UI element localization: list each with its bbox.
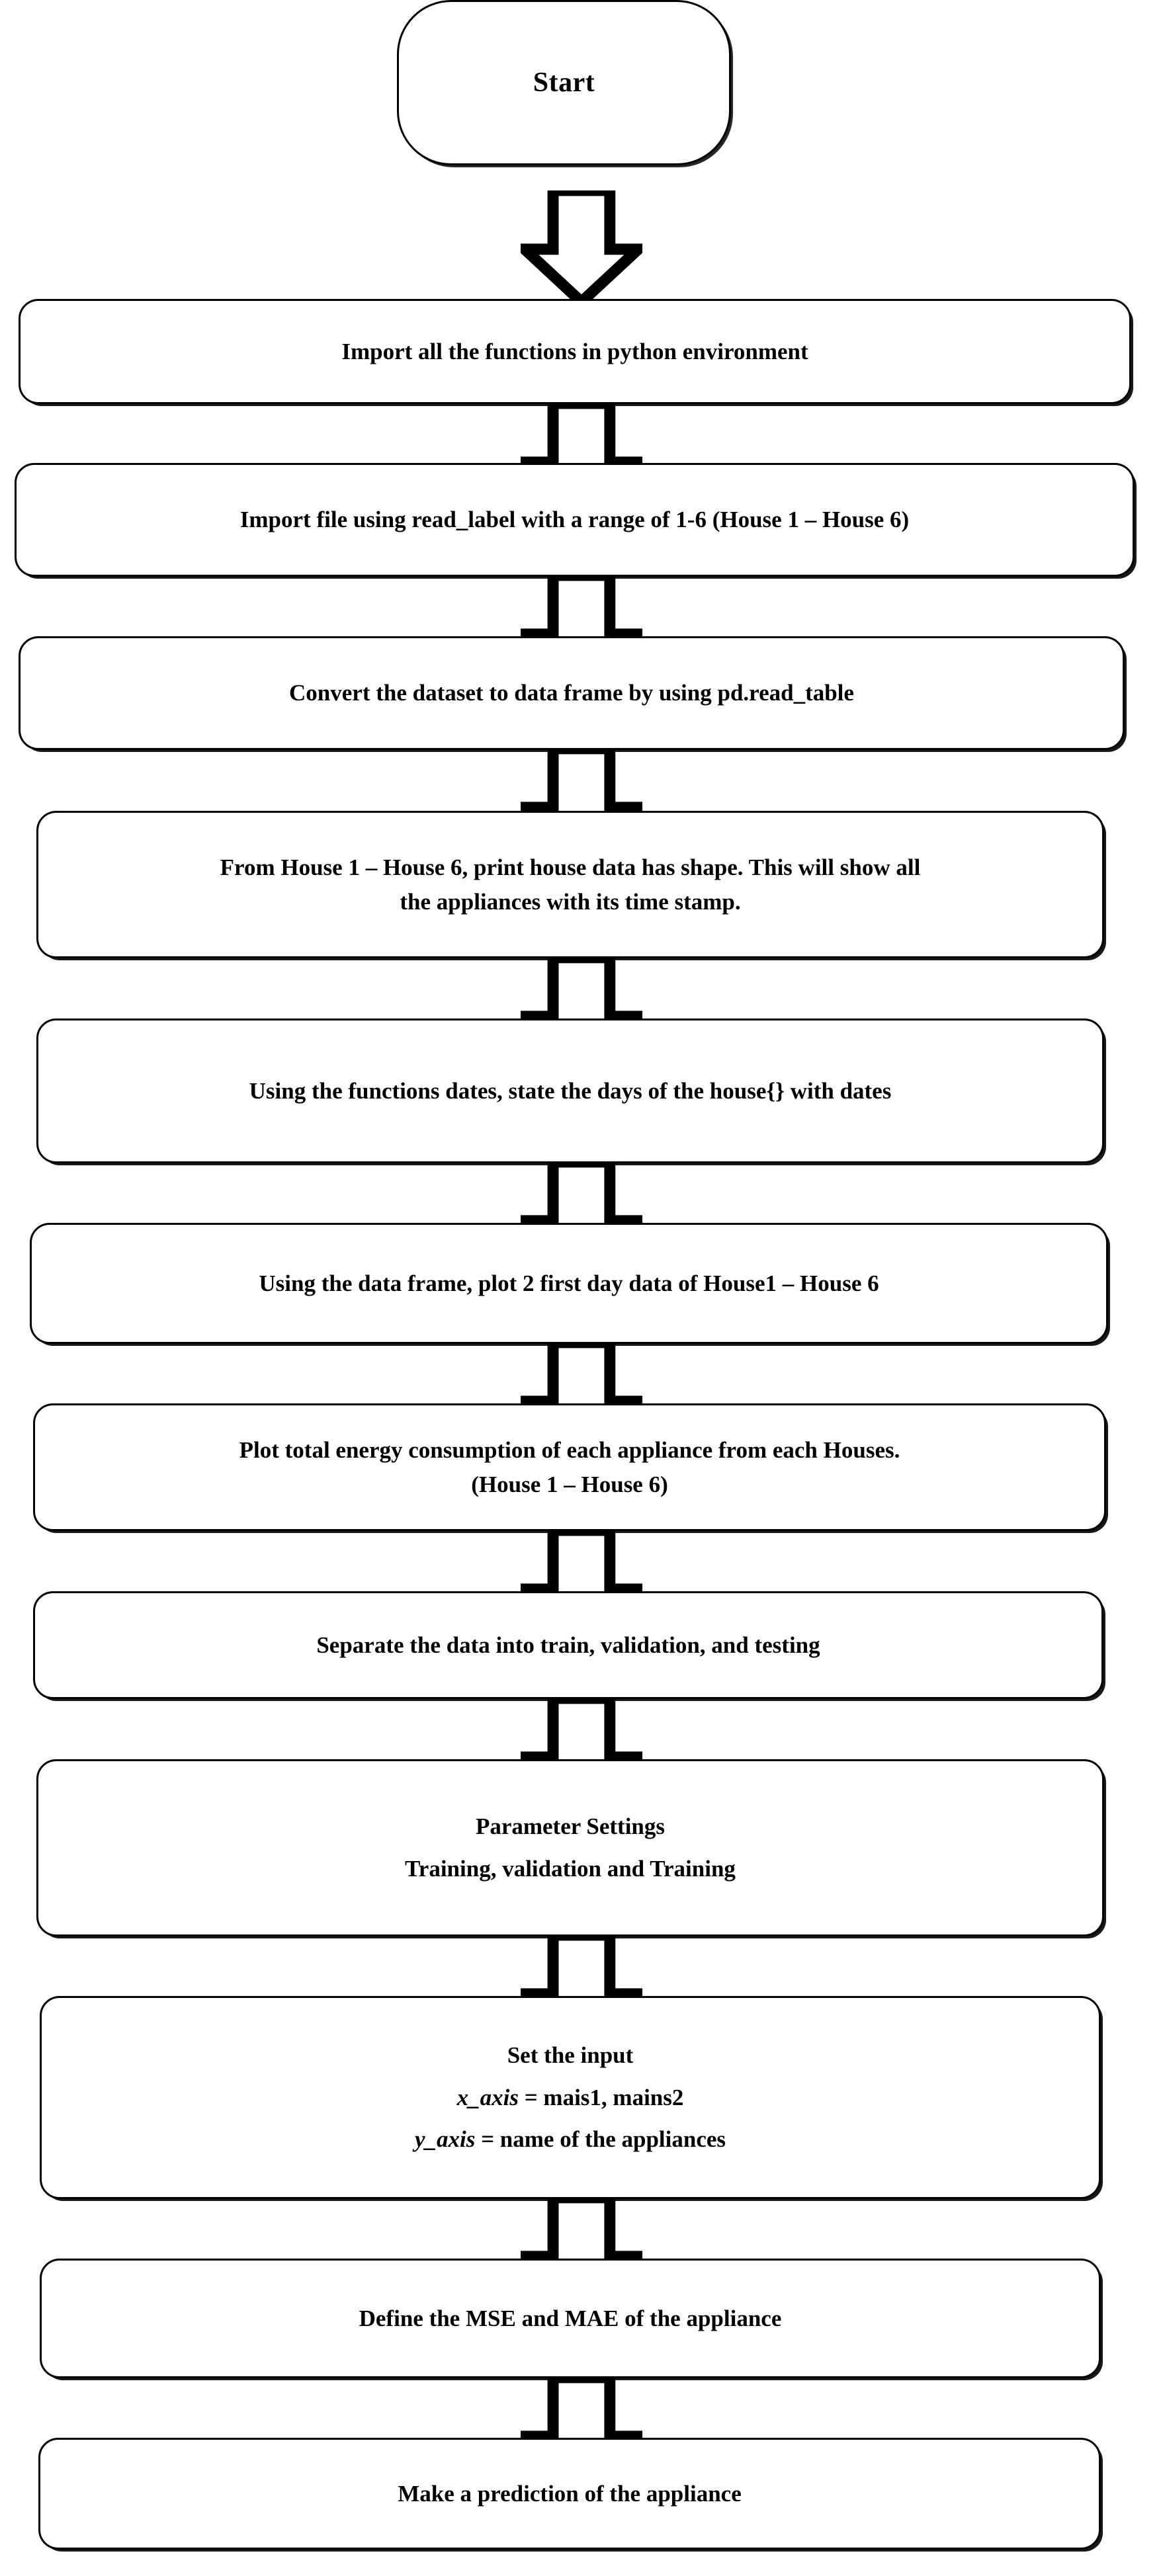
node-set-input-y-axis-value: = name of the appliances (475, 2126, 726, 2153)
node-set-input-x-axis-value: = mais1, mains2 (518, 2084, 684, 2110)
node-import-functions[interactable]: Import all the functions in python envir… (19, 298, 1131, 405)
node-parameter-settings[interactable]: Parameter Settings Training, validation … (36, 1759, 1104, 1936)
node-state-days-label: Using the functions dates, state the day… (249, 1077, 892, 1104)
connector-arrow-start-to-import-functions (521, 190, 642, 304)
node-define-mse-mae-label: Define the MSE and MAE of the appliance (359, 2305, 782, 2331)
node-parameter-settings-line-2: Training, validation and Training (405, 1855, 736, 1882)
node-import-file[interactable]: Import file using read_label with a rang… (15, 463, 1135, 577)
node-set-input[interactable]: Set the input x_axis = mais1, mains2 y_a… (40, 1996, 1101, 2199)
node-start[interactable]: Start (397, 0, 731, 165)
node-set-input-x-axis-variable: x_axis (456, 2084, 519, 2110)
node-print-house-shape-line-1: From House 1 – House 6, print house data… (220, 854, 921, 881)
node-start-label: Start (533, 67, 595, 98)
node-set-input-x-axis: x_axis = mais1, mains2 (64, 2083, 1076, 2113)
node-set-input-y-axis-variable: y_axis (414, 2126, 476, 2153)
node-plot-total-energy-label: Plot total energy consumption of each ap… (58, 1435, 1082, 1499)
node-set-input-label: Set the input x_axis = mais1, mains2 y_a… (64, 2040, 1076, 2155)
node-define-mse-mae[interactable]: Define the MSE and MAE of the appliance (40, 2259, 1101, 2379)
node-set-input-y-axis: y_axis = name of the appliances (64, 2124, 1076, 2155)
node-make-prediction[interactable]: Make a prediction of the appliance (38, 2438, 1101, 2550)
node-make-prediction-label: Make a prediction of the appliance (398, 2480, 742, 2507)
node-separate-data-label: Separate the data into train, validation… (316, 1632, 820, 1658)
node-import-file-label: Import file using read_label with a rang… (239, 507, 910, 533)
node-print-house-shape-line-2: the appliances with its time stamp. (400, 888, 741, 915)
node-state-days[interactable]: Using the functions dates, state the day… (36, 1018, 1104, 1163)
node-plot-first-day-label: Using the data frame, plot 2 first day d… (259, 1270, 879, 1296)
node-convert-dataset-label: Convert the dataset to data frame by usi… (289, 680, 854, 706)
node-set-input-line-1: Set the input (507, 2042, 634, 2069)
node-print-house-shape-label: From House 1 – House 6, print house data… (61, 852, 1080, 917)
node-parameter-settings-line-1: Parameter Settings (475, 1813, 666, 1840)
node-plot-total-energy[interactable]: Plot total energy consumption of each ap… (33, 1403, 1106, 1532)
node-parameter-settings-label: Parameter Settings Training, validation … (61, 1811, 1080, 1884)
node-separate-data[interactable]: Separate the data into train, validation… (33, 1591, 1103, 1700)
node-plot-total-energy-line-1: Plot total energy consumption of each ap… (239, 1437, 900, 1464)
node-plot-total-energy-line-2: (House 1 – House 6) (471, 1471, 668, 1497)
node-plot-first-day[interactable]: Using the data frame, plot 2 first day d… (30, 1223, 1108, 1344)
node-import-functions-label: Import all the functions in python envir… (341, 338, 808, 364)
node-print-house-shape[interactable]: From House 1 – House 6, print house data… (36, 810, 1104, 959)
node-convert-dataset[interactable]: Convert the dataset to data frame by usi… (19, 636, 1125, 750)
